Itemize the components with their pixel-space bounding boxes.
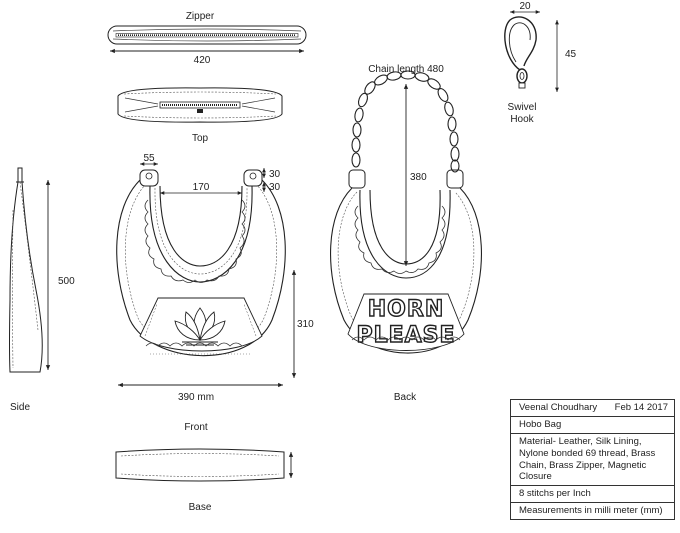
units-row: Measurements in milli meter (mm)	[511, 503, 674, 519]
material-line4: Closure	[519, 471, 552, 483]
chain-drop-dimension: 380	[410, 172, 427, 183]
base-view: Base	[115, 448, 294, 513]
side-height-dimension: 500	[58, 276, 75, 287]
front-label: Front	[184, 422, 208, 433]
back-label: Back	[394, 392, 417, 403]
handle-gap-dimension: 170	[193, 182, 210, 193]
front-width-dimension: 390 mm	[178, 392, 214, 403]
back-view: Chain length 480 380 HORN PLEASE Back	[330, 64, 482, 403]
spec-header-row: Veenal Choudhary Feb 14 2017	[511, 400, 674, 417]
top-label: Top	[192, 133, 209, 144]
ring-dimension-a: 30	[269, 169, 281, 180]
stitch-count: 8 stitchs per Inch	[519, 488, 591, 500]
material-line1: Material- Leather, Silk Lining,	[519, 435, 642, 447]
hook-name-line1: Swivel	[508, 102, 537, 113]
zipper-label: Zipper	[186, 11, 215, 22]
spec-date: Feb 14 2017	[614, 402, 668, 413]
material-row: Material- Leather, Silk Lining, Nylone b…	[511, 434, 674, 487]
zipper-width-dimension: 420	[194, 55, 211, 66]
material-line3: Chain, Brass Zipper, Magnetic	[519, 459, 647, 471]
base-label: Base	[189, 502, 212, 513]
product-name: Hobo Bag	[519, 418, 562, 430]
front-view: 55 170 30 30 310 390 mm Front	[116, 153, 314, 433]
ring-dimension-b: 30	[269, 182, 281, 193]
lotus-motif	[174, 307, 226, 346]
swivel-hook: 20 45 Swivel Hook	[504, 1, 577, 125]
hook-height-dimension: 45	[565, 49, 577, 60]
hook-width-dimension: 20	[519, 1, 531, 12]
spec-box: Veenal Choudhary Feb 14 2017 Hobo Bag Ma…	[510, 399, 675, 520]
handle-width-dimension: 55	[143, 153, 155, 164]
chain-length-label: Chain length 480	[368, 64, 444, 75]
product-name-row: Hobo Bag	[511, 417, 674, 434]
back-text-line1: HORN	[368, 297, 444, 322]
front-height-dimension: 310	[297, 319, 314, 330]
units-note: Measurements in milli meter (mm)	[519, 505, 663, 517]
stitch-row: 8 stitchs per Inch	[511, 486, 674, 504]
hook-name-line2: Hook	[510, 114, 534, 125]
top-view: Top	[117, 87, 283, 144]
material-line2: Nylone bonded 69 thread, Brass	[519, 447, 656, 459]
chain	[351, 70, 460, 173]
side-view: 500 Side	[9, 167, 75, 413]
zipper-view: Zipper 420	[107, 11, 307, 66]
designer-name: Veenal Choudhary	[519, 402, 598, 413]
back-text-line2: PLEASE	[356, 323, 455, 348]
side-label: Side	[10, 402, 30, 413]
